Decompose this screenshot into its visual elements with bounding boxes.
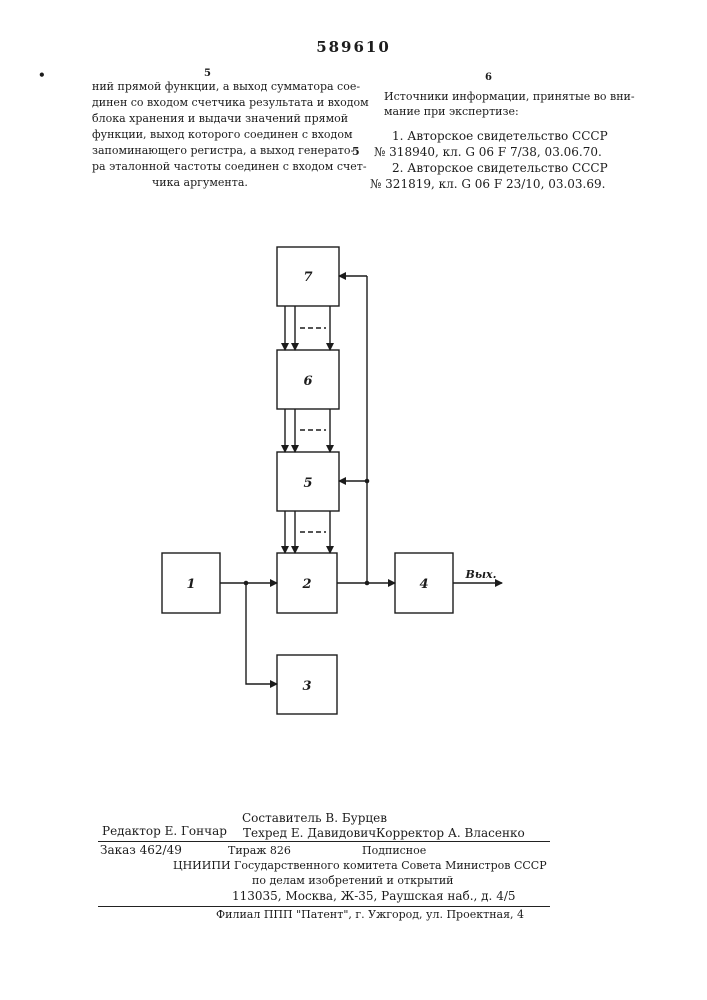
junction-dot (244, 581, 249, 586)
junction-dot (365, 479, 370, 484)
block-7-label: 7 (303, 270, 312, 285)
footer-address: 113035, Москва, Ж-35, Раушская наб., д. … (232, 889, 516, 903)
output-label: Вых. (465, 568, 497, 581)
block-6-label: 6 (303, 374, 312, 389)
footer-branch: Филиал ППП "Патент", г. Ужгород, ул. Про… (216, 908, 524, 921)
footer-corrector: Корректор А. Власенко (376, 826, 525, 840)
footer-org: по делам изобретений и открытий (252, 874, 454, 887)
footer-editor: Редактор Е. Гончар (102, 824, 227, 838)
footer-rule (98, 906, 550, 907)
footer-circulation: Тираж 826 (228, 844, 291, 857)
block-1-label: 1 (186, 577, 195, 592)
footer-subscription: Подписное (362, 844, 426, 857)
junction-dot (365, 581, 370, 586)
block-2-label: 2 (301, 577, 311, 592)
block-3-label: 3 (302, 679, 311, 694)
block-5-label: 5 (303, 476, 312, 491)
footer-org: ЦНИИПИ Государственного комитета Совета … (173, 859, 547, 872)
footer-compiler: Составитель В. Бурцев (242, 811, 387, 825)
link-1-3 (246, 583, 277, 684)
footer-techred: Техред Е. Давидович (243, 826, 376, 840)
block-4-label: 4 (419, 577, 428, 592)
footer-order: Заказ 462/49 (100, 843, 182, 857)
footer-rule (98, 841, 550, 842)
